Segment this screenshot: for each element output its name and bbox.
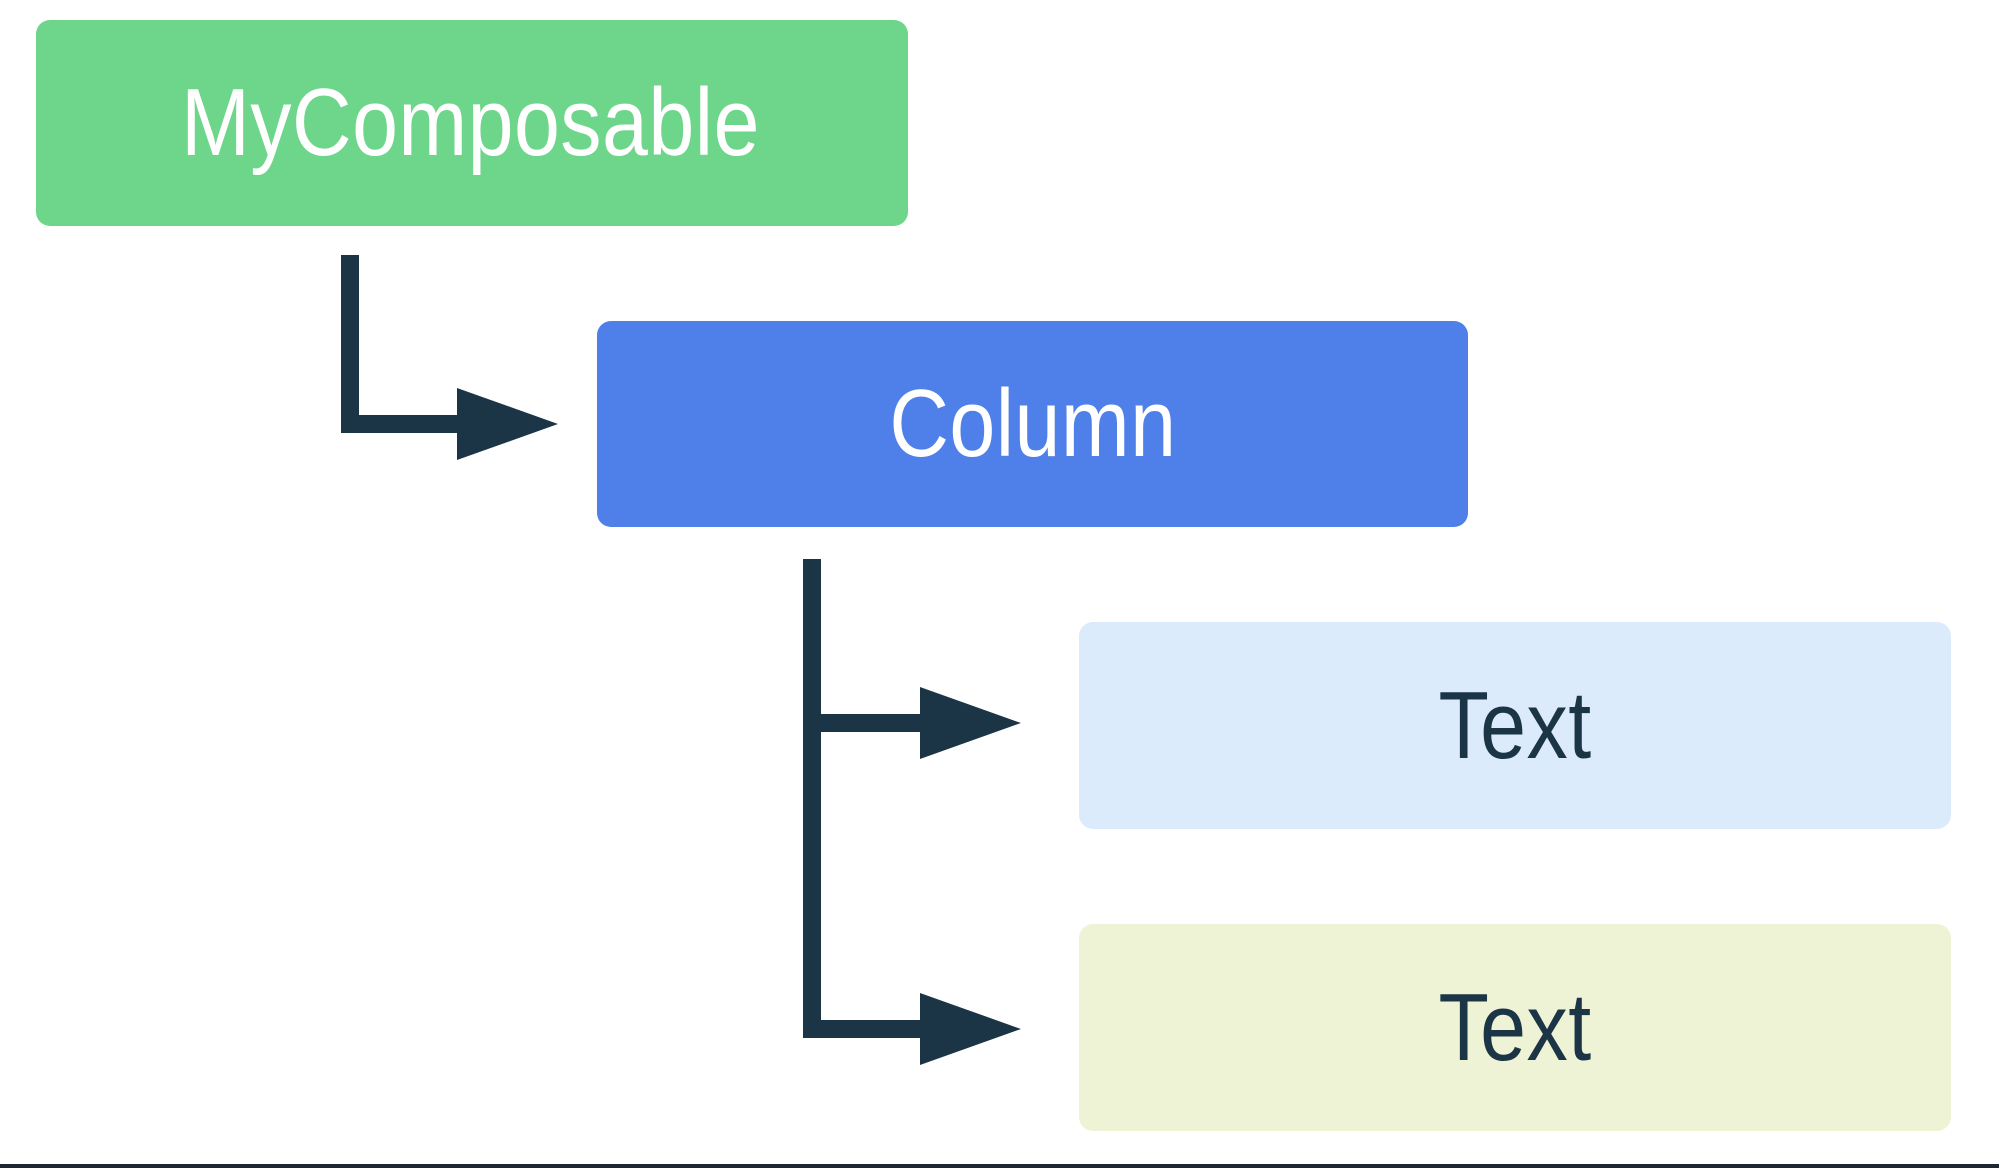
node-text-first-label: Text	[1438, 671, 1592, 779]
edge-root-to-column-arrow	[341, 255, 558, 460]
edge-column-to-text-2-arrow	[803, 993, 1021, 1065]
footer-divider	[0, 1164, 1999, 1168]
node-text-second-label: Text	[1438, 973, 1592, 1081]
node-text-first[interactable]: Text	[1079, 622, 1951, 829]
node-text-second[interactable]: Text	[1079, 924, 1951, 1131]
node-column[interactable]: Column	[597, 321, 1468, 527]
edge-column-to-text-1-arrow	[803, 687, 1021, 759]
node-column-label: Column	[888, 370, 1177, 477]
node-my-composable[interactable]: MyComposable	[36, 20, 908, 226]
edge-column-trunk	[803, 559, 821, 1037]
node-my-composable-label: MyComposable	[180, 69, 760, 176]
